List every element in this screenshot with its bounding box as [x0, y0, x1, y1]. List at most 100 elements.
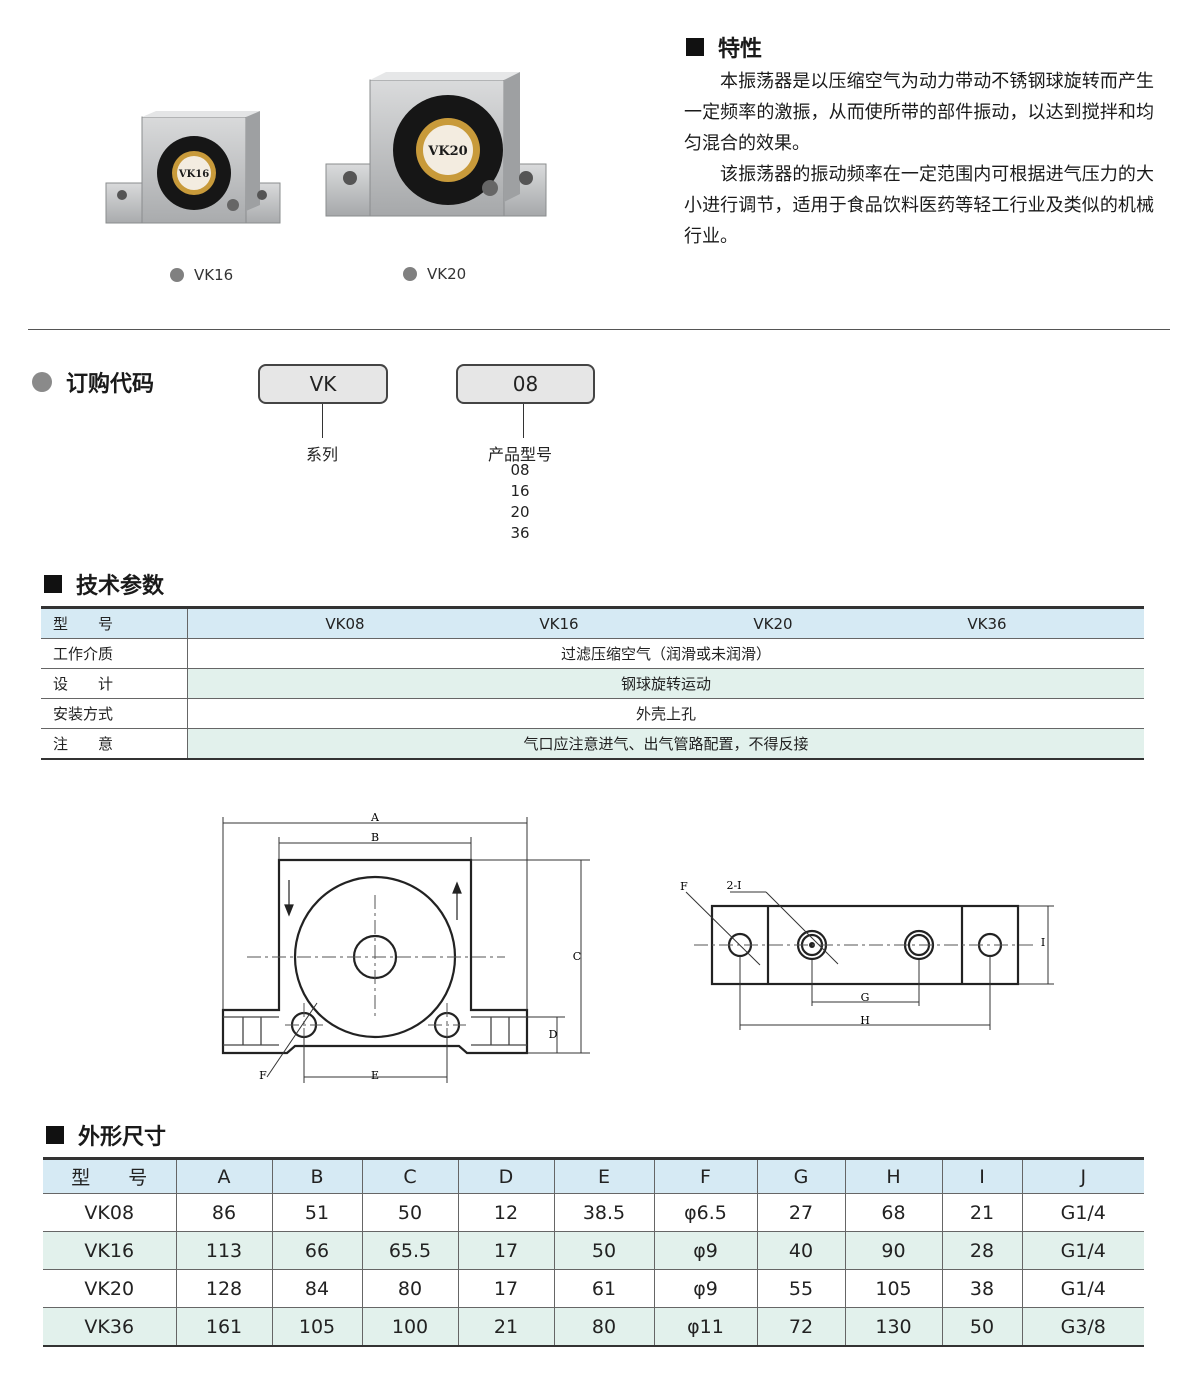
vk20-caption: VK20: [403, 265, 466, 283]
tech-row-label: 设 计: [41, 668, 188, 699]
dims-cell: 100: [362, 1307, 459, 1347]
dims-header-cell: G: [757, 1157, 846, 1194]
dims-cell: 105: [272, 1307, 363, 1347]
vk20-caption-text: VK20: [427, 265, 467, 283]
model-code-box: 08: [456, 364, 595, 404]
front-view-drawing: A B C D E F: [221, 811, 590, 1083]
order-code-title: 订购代码: [32, 366, 154, 398]
features-title: 特性: [686, 31, 762, 63]
tech-row-value: 外壳上孔: [187, 698, 1144, 729]
dim-label-f: F: [259, 1069, 267, 1082]
series-code-box: VK: [258, 364, 388, 404]
series-label: 系列: [305, 445, 338, 464]
dims-cell: 50: [554, 1231, 655, 1270]
tech-title: 技术参数: [44, 568, 164, 600]
dims-cell: VK16: [43, 1231, 177, 1270]
dims-cell: 84: [272, 1269, 363, 1308]
series-connector-line: [322, 404, 323, 438]
dims-cell: VK20: [43, 1269, 177, 1308]
dims-cell: 90: [845, 1231, 943, 1270]
dims-header-cell: A: [176, 1157, 273, 1194]
tech-row-label: 安装方式: [41, 698, 188, 729]
vk16-badge: VK16: [178, 169, 209, 180]
top-view-drawing: F 2-I G H I: [680, 879, 1054, 1030]
dims-cell: 21: [942, 1193, 1023, 1232]
dims-cell: G1/4: [1022, 1193, 1144, 1232]
dims-cell: 130: [845, 1307, 943, 1347]
square-bullet-icon: [44, 575, 62, 593]
tech-row-value: 过滤压缩空气（润滑或未润滑）: [187, 638, 1144, 669]
tech-header-row: 型 号 VK08 VK16 VK20 VK36: [41, 606, 1144, 639]
dims-cell: 27: [757, 1193, 846, 1232]
tech-row: 工作介质 过滤压缩空气（润滑或未润滑）: [41, 638, 1144, 669]
dims-header-cell: C: [362, 1157, 459, 1194]
dims-header-cell: E: [554, 1157, 655, 1194]
vk16-product-image: VK16: [105, 111, 281, 224]
dims-cell: G1/4: [1022, 1231, 1144, 1270]
dims-header-cell: F: [654, 1157, 758, 1194]
dims-cell: 161: [176, 1307, 273, 1347]
dims-cell: 80: [362, 1269, 459, 1308]
tech-row: 安装方式 外壳上孔: [41, 698, 1144, 729]
dims-cell: 86: [176, 1193, 273, 1232]
vk20-badge: VK20: [427, 144, 467, 159]
features-body: 本振荡器是以压缩空气为动力带动不锈钢球旋转而产生一定频率的激振，从而使所带的部件…: [684, 66, 1154, 252]
dims-table: 型 号 A B C D E F G H I J VK08 86 51 50 12…: [43, 1157, 1144, 1347]
tech-model: VK36: [967, 614, 1007, 633]
tech-models-cell: VK08 VK16 VK20 VK36: [187, 606, 1144, 639]
dims-header-cell: 型 号: [43, 1157, 177, 1194]
dims-cell: φ9: [654, 1231, 758, 1270]
dims-row: VK08 86 51 50 12 38.5 φ6.5 27 68 21 G1/4: [43, 1193, 1144, 1232]
dims-cell: VK36: [43, 1307, 177, 1347]
model-option: 20: [510, 503, 530, 521]
dims-cell: 80: [554, 1307, 655, 1347]
dim-label-g: G: [861, 991, 870, 1004]
dim-label-h: H: [860, 1014, 870, 1027]
dims-cell: 12: [458, 1193, 555, 1232]
tech-title-text: 技术参数: [76, 574, 165, 599]
dims-cell: 51: [272, 1193, 363, 1232]
dim-label-i: I: [1041, 936, 1045, 949]
dims-cell: 38: [942, 1269, 1023, 1308]
square-bullet-icon: [46, 1126, 64, 1144]
dims-cell: φ11: [654, 1307, 758, 1347]
tech-row: 设 计 钢球旋转运动: [41, 668, 1144, 699]
dims-row: VK20 128 84 80 17 61 φ9 55 105 38 G1/4: [43, 1269, 1144, 1308]
dims-cell: 61: [554, 1269, 655, 1308]
dims-header-cell: D: [458, 1157, 555, 1194]
dim-label-d: D: [549, 1028, 558, 1041]
tech-model: VK16: [539, 614, 579, 633]
dim-label-f: F: [680, 880, 688, 893]
dims-row: VK36 161 105 100 21 80 φ11 72 130 50 G3/…: [43, 1307, 1144, 1347]
tech-row: 注 意 气口应注意进气、出气管路配置，不得反接: [41, 728, 1144, 760]
dims-header-cell: B: [272, 1157, 363, 1194]
tech-model: VK20: [753, 614, 793, 633]
bullet-icon: [32, 372, 52, 392]
dim-label-c: C: [573, 950, 581, 963]
vk16-caption-text: VK16: [194, 266, 234, 284]
dims-cell: 66: [272, 1231, 363, 1270]
tech-row-value: 气口应注意进气、出气管路配置，不得反接: [187, 728, 1144, 760]
dims-cell: 55: [757, 1269, 846, 1308]
dims-header-row: 型 号 A B C D E F G H I J: [43, 1157, 1144, 1194]
model-connector-line: [523, 404, 524, 438]
section-divider: [28, 329, 1170, 330]
dims-cell: 65.5: [362, 1231, 459, 1270]
tech-header-label: 型 号: [41, 606, 188, 639]
model-option: 16: [510, 482, 530, 500]
features-paragraph-1: 本振荡器是以压缩空气为动力带动不锈钢球旋转而产生一定频率的激振，从而使所带的部件…: [684, 71, 1154, 154]
dims-cell: 68: [845, 1193, 943, 1232]
dims-cell: 17: [458, 1269, 555, 1308]
dims-title-text: 外形尺寸: [78, 1125, 167, 1150]
dim-label-e: E: [371, 1069, 379, 1082]
model-options: 08 16 20 36: [490, 460, 550, 544]
dim-label-holes: 2-I: [726, 879, 741, 892]
tech-row-label: 工作介质: [41, 638, 188, 669]
features-paragraph-2: 该振荡器的振动频率在一定范围内可根据进气压力的大小进行调节，适用于食品饮料医药等…: [684, 164, 1154, 247]
dims-cell: 38.5: [554, 1193, 655, 1232]
dims-header-cell: I: [942, 1157, 1023, 1194]
order-code-title-text: 订购代码: [66, 372, 155, 397]
tech-model: VK08: [325, 614, 365, 633]
tech-table: 型 号 VK08 VK16 VK20 VK36 工作介质 过滤压缩空气（润滑或未…: [41, 606, 1144, 760]
dims-cell: 50: [942, 1307, 1023, 1347]
